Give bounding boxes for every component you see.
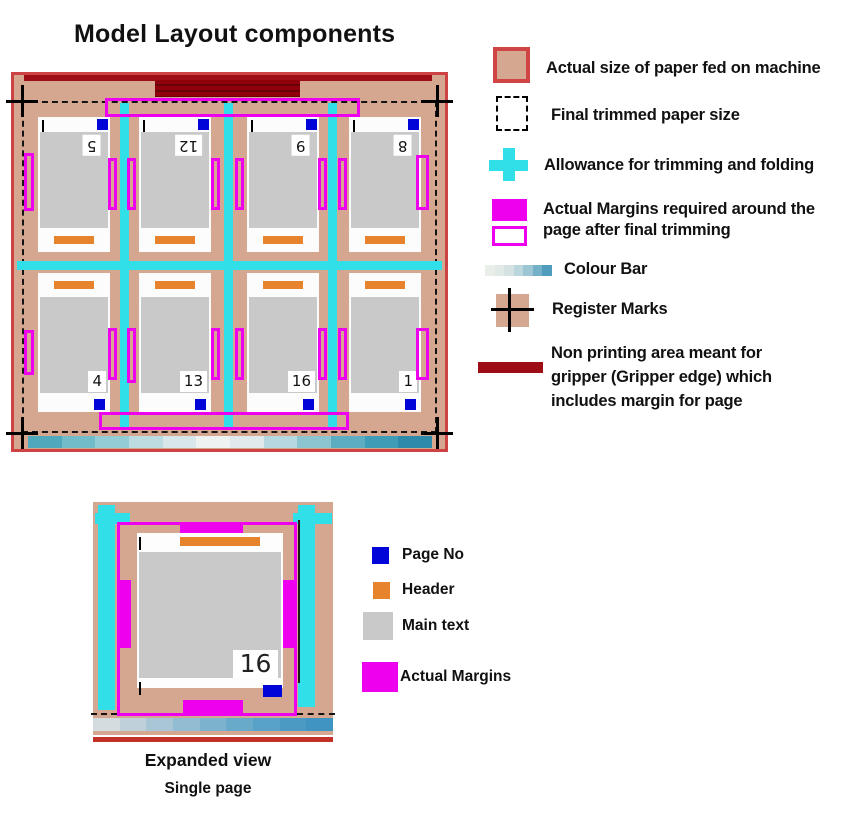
page-no-marker [405, 399, 416, 410]
bottom-margin-frame [99, 412, 349, 430]
page-no-marker [97, 119, 108, 130]
header-bar [54, 236, 94, 244]
expanded-view-caption: Expanded view [144, 750, 272, 770]
margin-rect [24, 153, 34, 211]
header-bar [155, 281, 195, 289]
page-no-marker [198, 119, 209, 130]
allowance-plus-icon [503, 148, 515, 181]
page-number-label: 13 [179, 371, 207, 392]
header-bar [155, 236, 195, 244]
header-swatch-icon [373, 582, 390, 599]
margin-rect [318, 158, 327, 210]
page-number-label: 1 [399, 371, 417, 392]
page-cell: 4 [38, 273, 110, 412]
margin-rect [211, 328, 220, 380]
gripper-swatch-icon [478, 362, 543, 373]
page-no-marker [306, 119, 317, 130]
top-margin-frame [105, 98, 360, 117]
page-cell: 8 [349, 117, 421, 252]
page-cell: 16 [247, 273, 319, 412]
margin-outline-swatch-icon [492, 226, 527, 246]
page-number-label: 5 [83, 135, 101, 156]
page-no-marker [303, 399, 314, 410]
page-number-label: 16 [233, 650, 278, 678]
page-number-label: 4 [88, 371, 106, 392]
page-number-label: 12 [174, 135, 202, 156]
margin-block-top [180, 522, 243, 536]
page-title: Model Layout components [74, 20, 396, 48]
expanded-single-page: 16 [91, 502, 335, 743]
margin-rect [338, 158, 347, 210]
page-cell: 9 [247, 117, 319, 252]
legend-label-margins: Actual Margins required around the page … [543, 200, 815, 239]
trim-allowance-strip-horizontal [17, 261, 442, 270]
margin-rect [235, 328, 244, 380]
colour-bar [28, 436, 433, 448]
corner-tick [139, 682, 141, 695]
header-bar [54, 281, 94, 289]
page-number-label: 16 [287, 371, 315, 392]
legend-label-gripper: Non printing area meant for gripper (Gri… [551, 344, 772, 410]
margins-swatch-icon [362, 662, 398, 692]
gripper-edge-block [155, 80, 300, 97]
margin-rect [416, 328, 429, 380]
margin-rect [127, 328, 136, 383]
page-cell: 5 [38, 117, 110, 252]
single-page-caption: Single page [164, 780, 252, 797]
page-no-swatch-icon [372, 547, 389, 564]
header-bar [365, 281, 405, 289]
trim-allowance-strip [98, 505, 115, 710]
page-no-marker [263, 685, 282, 697]
page-no-marker [94, 399, 105, 410]
header-bar [365, 236, 405, 244]
margin-rect [127, 158, 136, 210]
mini-legend-label-header: Header [402, 581, 455, 598]
trim-line [298, 520, 300, 683]
legend-label-paper: Actual size of paper fed on machine [546, 59, 821, 77]
mini-legend-label-margins: Actual Margins [400, 668, 512, 685]
legend-label-register: Register Marks [552, 300, 668, 318]
corner-tick [139, 537, 141, 550]
page-no-marker [408, 119, 419, 130]
page-number-label: 8 [394, 135, 412, 156]
header-bar [263, 281, 303, 289]
page-cell: 13 [139, 273, 211, 412]
legend-label-trimmed: Final trimmed paper size [551, 106, 740, 124]
mini-legend-label-page-no: Page No [402, 546, 465, 563]
register-mark-swatch-icon [491, 308, 534, 311]
margin-rect [416, 155, 429, 210]
imposition-sheet: 5 12 9 8 4 [6, 72, 453, 452]
main-text-swatch-icon [363, 612, 393, 640]
trim-line-dash [91, 713, 117, 715]
header-bar [263, 236, 303, 244]
margin-rect [24, 330, 34, 375]
margin-rect [108, 328, 117, 380]
margin-rect [211, 158, 220, 210]
trimmed-size-swatch-icon [496, 96, 528, 131]
margin-rect [338, 328, 347, 380]
page-number-label: 9 [292, 135, 310, 156]
page-cell: 1 [349, 273, 421, 412]
margin-block-right [283, 580, 297, 648]
paper-size-swatch-icon [493, 47, 530, 83]
gripper-edge-bar [24, 75, 432, 81]
margin-block-left [117, 580, 131, 648]
trim-line-dash [297, 713, 335, 715]
margin-block-bottom [183, 700, 243, 716]
legend-label-colour-bar: Colour Bar [564, 260, 648, 278]
colour-bar-swatch-icon [485, 265, 553, 276]
page-cell: 12 [139, 117, 211, 252]
header-bar [180, 537, 260, 546]
paper-edge-line [93, 737, 333, 742]
margin-rect [318, 328, 327, 380]
margin-filled-swatch-icon [492, 199, 527, 221]
margin-rect [235, 158, 244, 210]
colour-bar [93, 718, 334, 731]
margin-rect [108, 158, 117, 210]
trim-allowance-strip [298, 505, 315, 707]
page-no-marker [195, 399, 206, 410]
mini-legend-label-main-text: Main text [402, 617, 470, 634]
legend-label-allowance: Allowance for trimming and folding [544, 156, 815, 174]
